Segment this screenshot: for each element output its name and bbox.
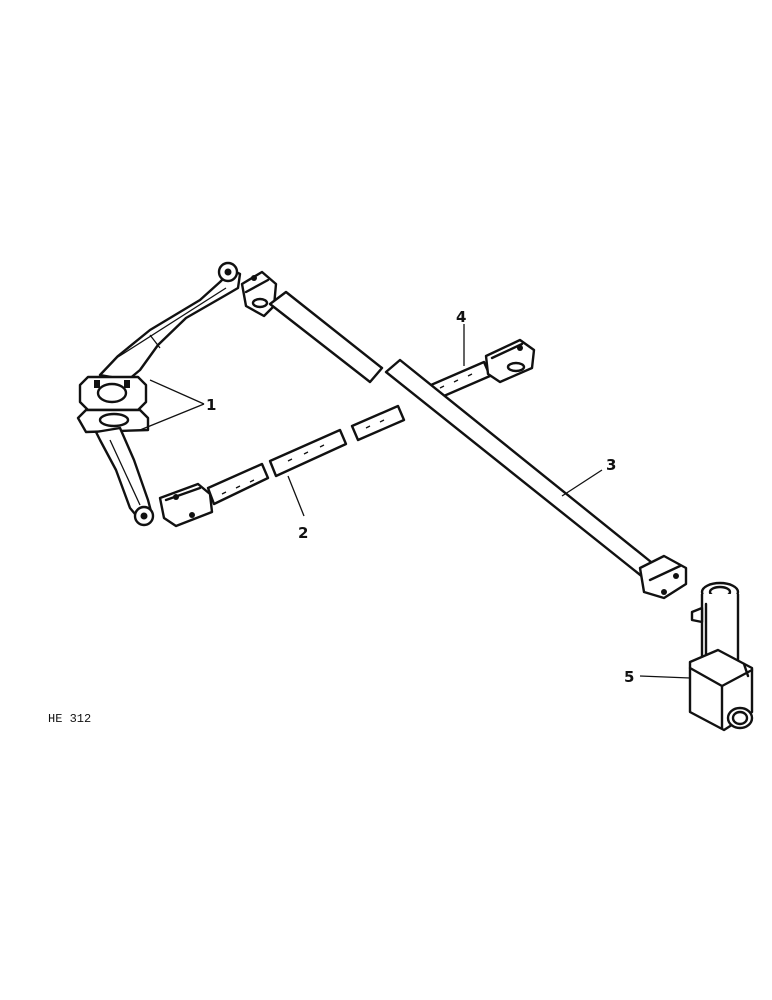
callout-3: 3 [606,456,616,474]
callout-5: 5 [624,668,634,686]
callout-2: 2 [298,524,308,542]
callout-4: 4 [456,308,466,326]
callout-1: 1 [206,396,216,414]
drag-link-3 [240,270,688,600]
tie-rod-2 [158,404,406,528]
figure-code: HE 312 [48,712,91,726]
steering-spindle-5 [639,581,754,732]
steering-arm-assembly [76,261,242,527]
tie-rod-4 [422,324,536,404]
